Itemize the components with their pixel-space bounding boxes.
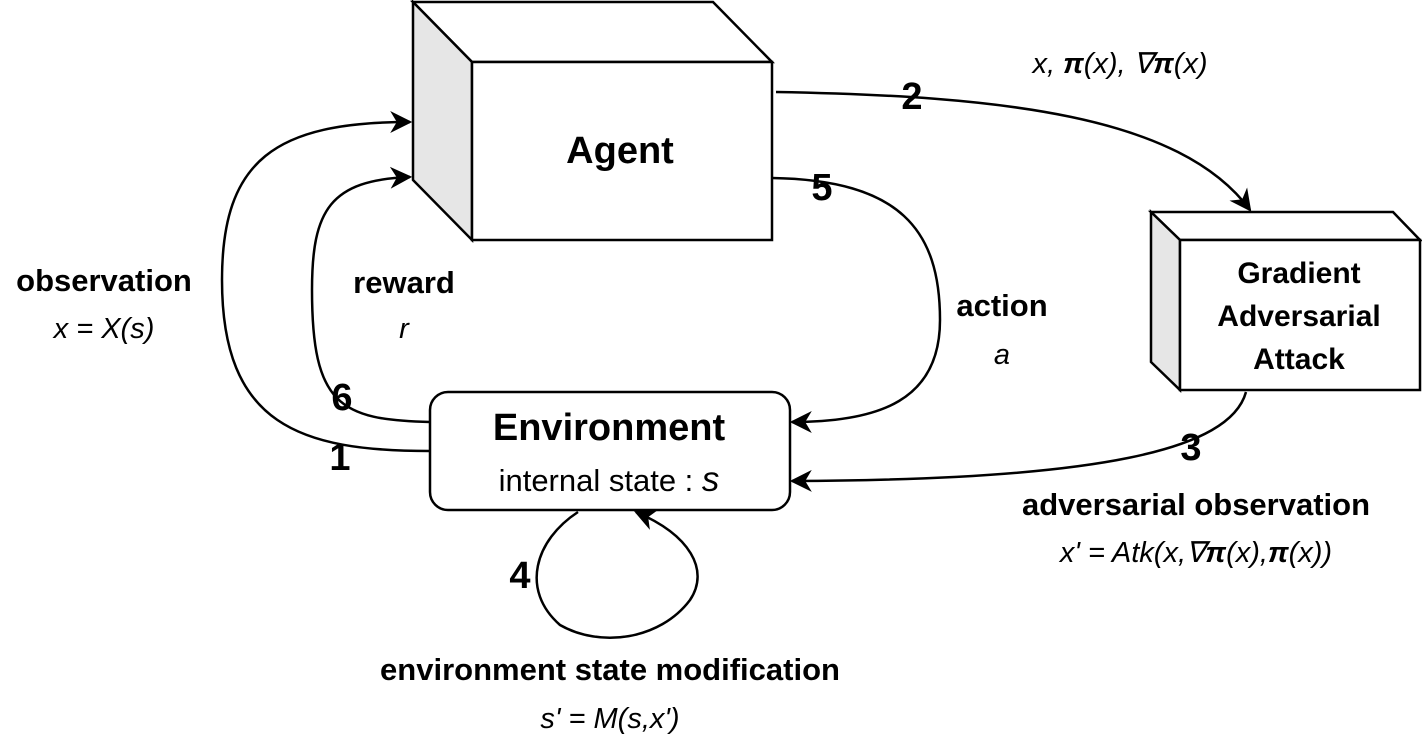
- reward-title: reward: [353, 265, 455, 300]
- step-number-3: 3: [1180, 427, 1201, 469]
- edge-state-modification: [535, 509, 699, 639]
- attack-label-line-3: Attack: [1253, 343, 1345, 376]
- state-modification-formula: s' = M(s,x'): [540, 703, 679, 735]
- step-number-1: 1: [329, 437, 350, 479]
- observation-title: observation: [16, 263, 192, 298]
- agent-node: Agent: [410, 0, 775, 244]
- adversarial-observation-formula: x' = Atk(x,∇π(x),π(x)): [1058, 537, 1332, 569]
- attack-label-line-2: Adversarial: [1217, 300, 1380, 333]
- edge-policy-gradient: [775, 90, 1252, 212]
- reward-symbol: r: [399, 313, 410, 345]
- environment-state: internal state : s: [499, 460, 720, 499]
- agent-label: Agent: [566, 130, 674, 172]
- state-modification-title: environment state modification: [380, 652, 840, 687]
- step-number-2: 2: [901, 76, 922, 118]
- attack-label-line-1: Gradient: [1237, 257, 1360, 290]
- observation-formula: x = X(s): [52, 313, 155, 345]
- attack-node: Gradient Adversarial Attack: [1147, 209, 1422, 393]
- edge-action: [771, 176, 942, 433]
- step-number-4: 4: [509, 555, 530, 597]
- action-symbol: a: [994, 339, 1010, 371]
- edge-reward: [310, 166, 431, 424]
- adversarial-observation-title: adversarial observation: [1022, 487, 1370, 522]
- step-number-6: 6: [331, 377, 352, 419]
- step-number-5: 5: [811, 167, 832, 209]
- edge-adversarial-observation: [789, 391, 1248, 492]
- edge-observation: [220, 111, 431, 453]
- policy-gradient-label: x, π(x), ∇π(x): [1030, 48, 1207, 80]
- action-title: action: [956, 288, 1047, 323]
- environment-node: Environment internal state : s: [428, 390, 792, 512]
- environment-title: Environment: [493, 407, 726, 449]
